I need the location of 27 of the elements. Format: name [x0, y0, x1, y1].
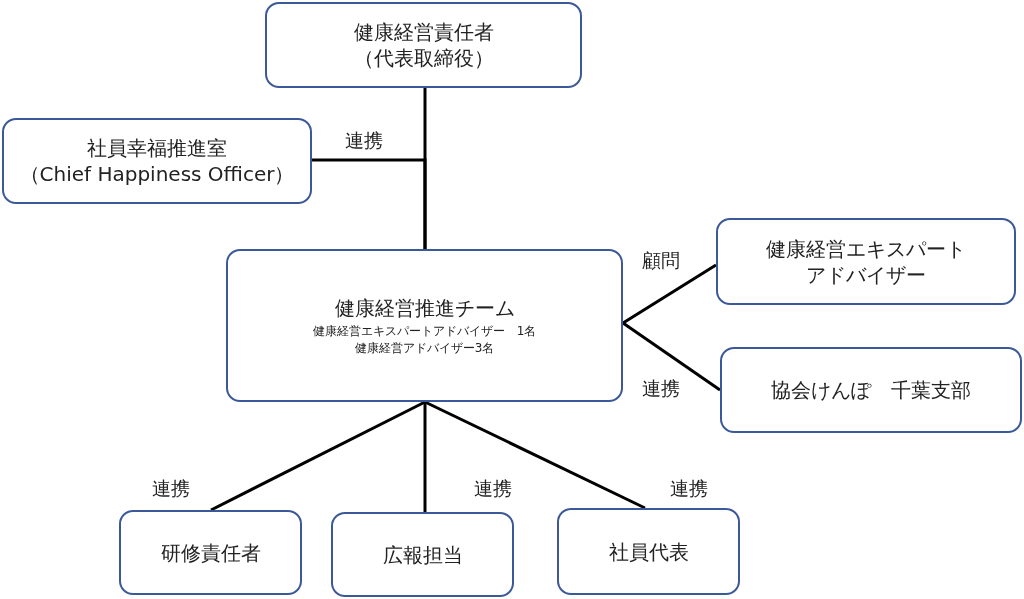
node-text: 健康経営エキスパートアドバイザー 1名: [312, 323, 537, 340]
connector-line: [622, 321, 721, 392]
office-box: [2, 118, 312, 204]
role-box: [557, 508, 740, 595]
node-title: 社員代表: [608, 538, 689, 565]
node-text: （代表取締役）: [353, 45, 494, 71]
connector-line: [423, 402, 427, 512]
connector-line: [312, 158, 427, 249]
node-text: 健康経営アドバイザー3名: [354, 339, 495, 356]
team-box: [226, 249, 623, 402]
role-box: [119, 510, 302, 595]
node-text: （Chief Happiness Officer）: [19, 161, 295, 187]
advisor-box: [716, 218, 1016, 305]
node-title: 協会けんぽ 千葉支部: [771, 377, 971, 403]
node-title: 健康経営エキスパートアドバイザー: [765, 235, 967, 288]
role-box: [265, 2, 582, 88]
connector-line: [210, 400, 426, 512]
node-title: 社員幸福推進室: [87, 135, 227, 161]
node-title: 広報担当: [382, 541, 463, 568]
connector-line: [424, 400, 646, 510]
node-title: 健康経営推進チーム: [334, 295, 515, 322]
node-title: 健康経営責任者: [353, 19, 494, 45]
node-title: 研修責任者: [160, 539, 261, 566]
connector-line: [622, 263, 717, 325]
edge-label: 顧問: [640, 248, 682, 274]
role-box: [331, 512, 514, 597]
partner-box: [720, 347, 1022, 433]
